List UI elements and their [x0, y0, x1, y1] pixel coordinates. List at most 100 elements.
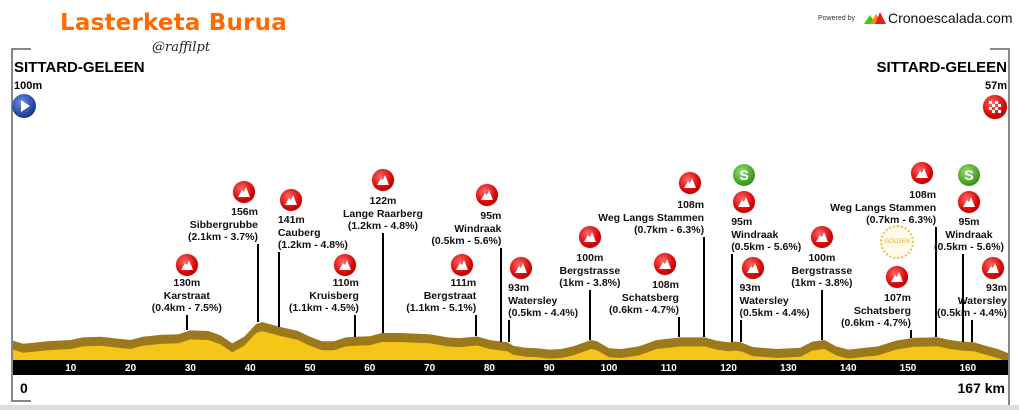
- climb-stats: (0.7km - 6.3%): [866, 214, 937, 226]
- climb-name: Schatsberg: [853, 304, 911, 317]
- axis-end-label: 167 km: [957, 380, 1005, 396]
- x-tick-label: 60: [364, 363, 376, 374]
- climb-stats: (0.5km - 5.6%): [431, 235, 502, 247]
- climb-name: Cauberg: [277, 226, 321, 239]
- climb-marker-line: [703, 237, 706, 338]
- start-altitude: 100m: [14, 80, 43, 92]
- climb-name: Watersley: [508, 294, 558, 307]
- climb-marker-line: [588, 290, 591, 340]
- x-tick-label: 90: [543, 363, 555, 374]
- kom-mountain-icon: [578, 226, 601, 248]
- x-tick-label: 70: [424, 363, 436, 374]
- climb-stats: (0.5km - 4.4%): [936, 307, 1007, 319]
- kom-mountain-icon: [911, 162, 934, 184]
- climb-stats: (1.2km - 4.8%): [347, 220, 418, 232]
- climb-stats: (0.5km - 5.6%): [934, 241, 1005, 253]
- kom-mountain-icon: [958, 191, 981, 213]
- climb-altitude: 130m: [173, 277, 201, 289]
- x-tick-label: 120: [720, 363, 737, 374]
- climb-name: Watersley: [957, 294, 1007, 307]
- climb-name: Bergstrasse: [791, 264, 853, 277]
- x-tick-label: 50: [304, 363, 316, 374]
- x-tick-label: 110: [660, 363, 677, 374]
- x-tick-label: 150: [899, 363, 917, 374]
- climb-altitude: 93m: [508, 282, 530, 294]
- distance-axis-bar: [11, 360, 1010, 375]
- climb-altitude: 107m: [884, 292, 911, 304]
- climb-name: Weg Langs Stammen: [830, 201, 937, 214]
- start-play-icon: [12, 94, 36, 118]
- climb-marker-line: [820, 290, 823, 340]
- kom-mountain-icon: [476, 184, 499, 206]
- frame-right: [990, 48, 1010, 410]
- axis-start-label: 0: [20, 380, 28, 396]
- sprint-icon: S: [733, 164, 756, 186]
- climb-name: Windraak: [731, 228, 779, 241]
- brand-logo[interactable]: Cronoescalada.com: [864, 10, 1013, 26]
- climb-altitude: 141m: [277, 214, 305, 226]
- climb-name: Schatsberg: [621, 291, 679, 304]
- x-tick-label: 100: [600, 363, 618, 374]
- climb-marker-line: [500, 248, 503, 342]
- climb-marker-line: [970, 320, 973, 343]
- climb-stats: (1km - 3.8%): [559, 277, 621, 289]
- climb-stats: (0.5km - 4.4%): [508, 307, 579, 319]
- climb-name: Windraak: [454, 222, 502, 235]
- climb-marker-line: [935, 227, 938, 338]
- kom-mountain-icon: [653, 253, 676, 275]
- climb-altitude: 95m: [731, 216, 753, 228]
- climb-altitude: 95m: [958, 216, 980, 228]
- climb-marker-line: [277, 252, 280, 327]
- climb-altitude: 110m: [332, 277, 359, 289]
- climb-stats: (1.1km - 5.1%): [406, 302, 477, 314]
- climb-altitude: 108m: [909, 189, 937, 201]
- brand-name: Cronoescalada.com: [888, 10, 1013, 26]
- kom-mountain-icon: [679, 172, 702, 194]
- kom-mountain-icon: [371, 169, 394, 191]
- x-tick-label: 30: [184, 363, 196, 374]
- climb-altitude: 122m: [369, 195, 397, 207]
- climb-marker-line: [475, 315, 478, 337]
- x-tick-label: 20: [125, 363, 137, 374]
- climb-stats: (0.7km - 6.3%): [634, 224, 705, 236]
- climb-stats: (0.4km - 7.5%): [151, 302, 222, 314]
- frame-left: [11, 48, 31, 402]
- kom-mountain-icon: [333, 254, 356, 276]
- kom-mountain-icon: [232, 181, 255, 203]
- climb-stats: (2.1km - 3.7%): [187, 231, 258, 243]
- kom-mountain-icon: [733, 191, 756, 213]
- climb-stats: (0.5km - 5.6%): [731, 241, 802, 253]
- climb-marker-line: [381, 233, 384, 333]
- kom-mountain-icon: [810, 226, 833, 248]
- climb-stats: (1km - 3.8%): [791, 277, 853, 289]
- climb-name: Lange Raarberg: [342, 207, 423, 220]
- climb-altitude: 108m: [677, 199, 705, 211]
- climb-name: Sibbergrubbe: [189, 218, 258, 231]
- mountains-logo-icon: [864, 12, 886, 24]
- climb-name: Bergstraat: [423, 289, 477, 302]
- climb-stats: (1.1km - 4.5%): [288, 302, 359, 314]
- climb-altitude: 108m: [652, 279, 679, 291]
- climb-altitude: 100m: [576, 252, 604, 264]
- climb-altitude: 93m: [739, 282, 761, 294]
- x-tick-label: 10: [65, 363, 77, 374]
- climb-altitude: 111m: [450, 277, 477, 289]
